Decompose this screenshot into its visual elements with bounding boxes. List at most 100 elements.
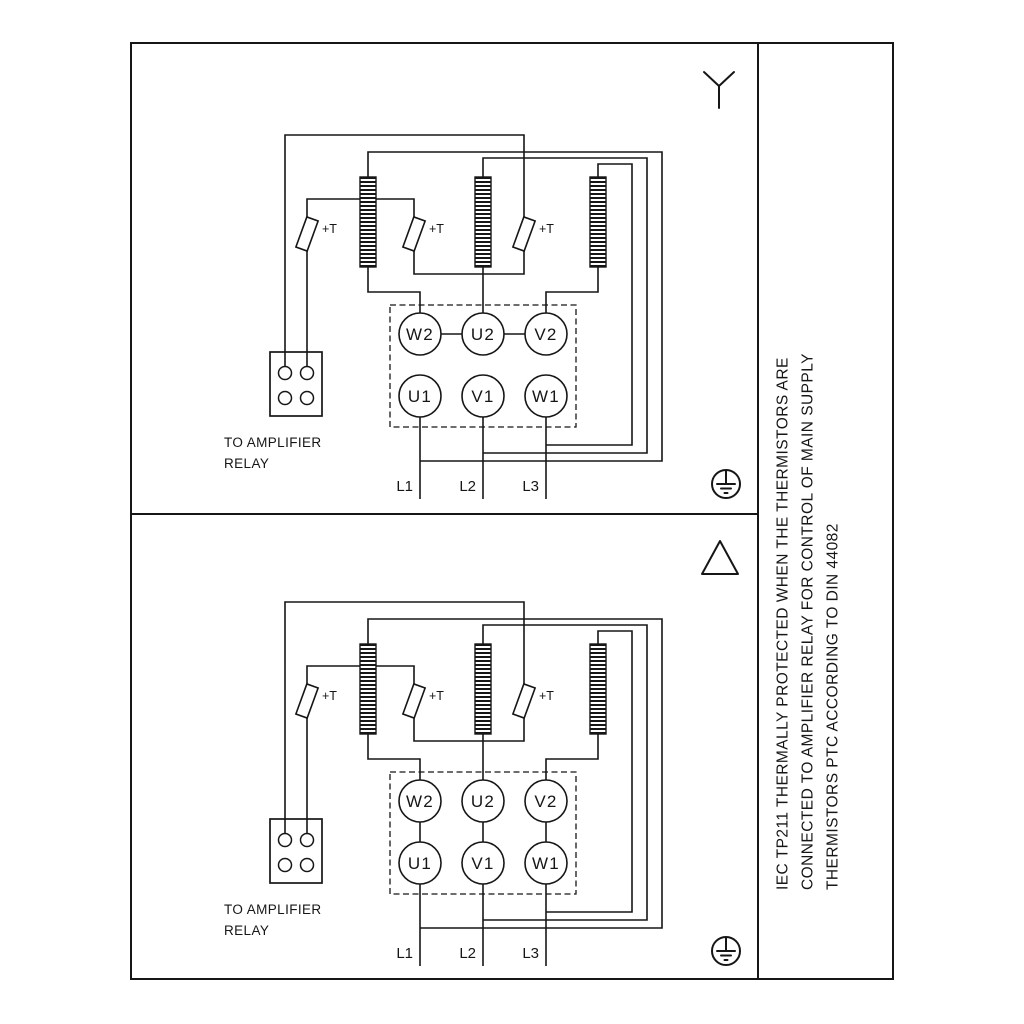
panels-column: +T +T +T TO AMPLIFIER RELAY <box>132 44 759 978</box>
thermistor-label: +T <box>539 689 554 703</box>
winding1-to-w2-wire <box>367 734 421 780</box>
winding3-return-wire <box>546 630 633 913</box>
earth-ground-symbol <box>711 469 741 499</box>
label-l1: L1 <box>396 478 413 495</box>
wiring <box>284 601 663 966</box>
terminal-w2 <box>398 312 442 356</box>
label-l3: L3 <box>522 478 539 495</box>
thermistor-3 <box>511 215 537 253</box>
delta-symbol <box>701 540 739 575</box>
terminal-label-w2: W2 <box>406 792 434 811</box>
terminal-v1 <box>461 374 505 418</box>
thermistor-label: +T <box>322 222 337 236</box>
terminal-circles: W2 U2 V2 U1 V1 W1 <box>398 312 568 418</box>
terminal-w1 <box>524 841 568 885</box>
terminal-label-u1: U1 <box>408 854 432 873</box>
winding1-return-wire <box>367 618 663 929</box>
relay-caption-line1: TO AMPLIFIER <box>224 902 322 917</box>
label-l1: L1 <box>396 945 413 962</box>
terminal-label-u2: U2 <box>471 792 495 811</box>
supply-labels: L1 L2 L3 <box>396 478 539 495</box>
side-note-text: IEC TP211 THERMALLY PROTECTED WHEN THE T… <box>770 44 845 978</box>
relay-pin <box>299 365 315 381</box>
terminal-board-outline <box>389 304 577 428</box>
side-note-line-2: CONNECTED TO AMPLIFIER RELAY FOR CONTROL… <box>799 353 816 890</box>
winding-coil-2 <box>474 176 492 268</box>
winding-coil-2 <box>474 643 492 735</box>
thermistor-label: +T <box>429 222 444 236</box>
terminal-label-v2: V2 <box>534 325 557 344</box>
earth-ground-symbol <box>711 936 741 966</box>
terminal-label-v1: V1 <box>471 387 494 406</box>
relay-caption-line1: TO AMPLIFIER <box>224 435 322 450</box>
motor-windings <box>359 643 607 735</box>
amplifier-relay-terminal <box>269 818 323 884</box>
star-panel-drawing: +T +T +T TO AMPLIFIER RELAY <box>224 71 741 499</box>
winding-coil-3 <box>589 643 607 735</box>
terminal-label-v1: V1 <box>471 854 494 873</box>
winding-coil-1 <box>359 176 377 268</box>
thermistor-chain-wire <box>284 601 525 833</box>
side-note-line-3: THERMISTORS PTC ACCORDING TO DIN 44082 <box>824 523 841 890</box>
side-note-line-1: IEC TP211 THERMALLY PROTECTED WHEN THE T… <box>774 357 791 890</box>
terminal-label-v2: V2 <box>534 792 557 811</box>
terminal-w2 <box>398 779 442 823</box>
relay-pin <box>299 832 315 848</box>
terminal-label-w2: W2 <box>406 325 434 344</box>
supply-labels: L1 L2 L3 <box>396 945 539 962</box>
thermistor-1 <box>294 215 320 253</box>
terminal-u2 <box>461 312 505 356</box>
terminal-board-outline <box>389 771 577 895</box>
label-l2: L2 <box>459 478 476 495</box>
winding3-to-v2-wire <box>545 267 599 313</box>
terminal-circles: W2 U2 V2 U1 V1 W1 <box>398 779 568 885</box>
delta-bridges <box>419 822 547 842</box>
terminal-label-u2: U2 <box>471 325 495 344</box>
winding2-return-wire <box>482 624 648 921</box>
thermistors: +T +T +T <box>294 682 554 720</box>
star-connection-panel: +T +T +T TO AMPLIFIER RELAY <box>132 44 757 515</box>
motor-windings <box>359 176 607 268</box>
side-note-column: IEC TP211 THERMALLY PROTECTED WHEN THE T… <box>759 44 892 978</box>
terminal-w1 <box>524 374 568 418</box>
thermistor-1 <box>294 682 320 720</box>
thermistor-2 <box>401 215 427 253</box>
terminal-label-w1: W1 <box>532 854 560 873</box>
wiring <box>284 134 663 499</box>
label-l3: L3 <box>522 945 539 962</box>
winding-coil-1 <box>359 643 377 735</box>
terminal-u2 <box>461 779 505 823</box>
star-symbol <box>703 71 735 109</box>
terminal-u1 <box>398 374 442 418</box>
terminal-v2 <box>524 312 568 356</box>
relay-pin <box>277 390 293 406</box>
thermistor-label: +T <box>322 689 337 703</box>
terminal-u1 <box>398 841 442 885</box>
thermistors: +T +T +T <box>294 215 554 253</box>
winding3-to-v2-wire <box>545 734 599 780</box>
amplifier-relay-terminal <box>269 351 323 417</box>
terminal-v1 <box>461 841 505 885</box>
winding1-to-w2-wire <box>367 267 421 313</box>
relay-caption-line2: RELAY <box>224 456 269 471</box>
thermistor-chain-wire <box>284 134 525 366</box>
terminal-label-u1: U1 <box>408 387 432 406</box>
relay-pin <box>299 857 315 873</box>
thermistor-label: +T <box>539 222 554 236</box>
relay-terminal-box <box>269 818 323 884</box>
relay-terminal-box <box>269 351 323 417</box>
relay-pin <box>277 857 293 873</box>
thermistor-label: +T <box>429 689 444 703</box>
winding-coil-3 <box>589 176 607 268</box>
winding2-return-wire <box>482 157 648 454</box>
thermistor-2 <box>401 682 427 720</box>
delta-panel-drawing: +T +T +T TO AMPLIFIER RELAY <box>224 540 741 966</box>
relay-pin <box>277 832 293 848</box>
drawing-frame: +T +T +T TO AMPLIFIER RELAY <box>130 42 894 980</box>
terminal-v2 <box>524 779 568 823</box>
label-l2: L2 <box>459 945 476 962</box>
relay-pin <box>277 365 293 381</box>
relay-caption-line2: RELAY <box>224 923 269 938</box>
winding1-return-wire <box>367 151 663 462</box>
